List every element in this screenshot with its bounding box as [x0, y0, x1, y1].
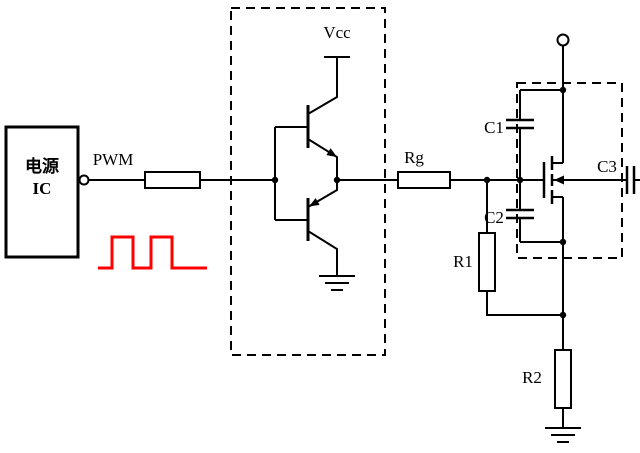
junction-dots — [271, 86, 567, 319]
mosfet-body-arrow — [554, 175, 564, 185]
power-ic-output-terminal — [78, 174, 90, 186]
pwm-label: PWM — [93, 150, 134, 169]
power-ic-label-line2: IC — [33, 179, 52, 198]
npn-emitter-arrow — [326, 148, 337, 157]
r2-label: R2 — [522, 368, 542, 387]
gate-resistor-section: Rg — [337, 148, 544, 189]
junction-dot — [559, 86, 567, 94]
c2-label: C2 — [484, 208, 504, 227]
r1-resistor — [478, 232, 496, 292]
pwm-input-line: PWM — [88, 150, 275, 189]
mosfet-dashed-box — [516, 82, 623, 259]
rg-label: Rg — [404, 148, 424, 167]
pnp-emitter — [307, 180, 338, 208]
npn-collector — [307, 57, 338, 115]
pnp-collector — [307, 230, 338, 276]
npn-emitter — [307, 138, 338, 180]
pnp-emitter-arrow — [309, 198, 320, 207]
junction-dot — [271, 176, 279, 184]
driver-stage: Vcc — [230, 7, 386, 356]
junction-dot — [516, 176, 524, 184]
mosfet — [542, 156, 627, 204]
power-ic-box — [4, 125, 80, 259]
driver-dashed-box — [230, 7, 386, 356]
c2-capacitor: C2 — [484, 180, 563, 243]
npn-transistor — [306, 57, 338, 180]
vcc-label: Vcc — [323, 23, 351, 42]
r1-label: R1 — [453, 252, 473, 271]
rg-resistor — [397, 171, 451, 189]
output-ground-symbol — [545, 427, 581, 443]
c3-capacitor: C3 — [597, 157, 640, 194]
c1-capacitor: C1 — [484, 89, 563, 180]
mosfet-stage: C1 C2 C3 — [453, 33, 640, 443]
power-ic-label-line1: 电源 — [25, 156, 59, 176]
pwm-square-waveform — [98, 235, 207, 270]
junction-dot — [559, 238, 567, 246]
junction-dot — [559, 311, 567, 319]
junction-dot — [333, 176, 341, 184]
power-ic-block: 电源 IC — [4, 125, 90, 259]
pnp-transistor — [306, 180, 338, 276]
r2-resistor — [554, 349, 572, 409]
r2-section: R2 — [522, 349, 572, 428]
drain-terminal — [556, 33, 570, 47]
driver-ground-symbol — [319, 275, 355, 291]
r1-bottom-wire — [486, 291, 563, 316]
r1-section: R1 — [453, 180, 563, 316]
c1-label: C1 — [484, 118, 504, 137]
input-series-resistor — [144, 171, 201, 189]
c3-label: C3 — [597, 157, 617, 176]
junction-dot — [483, 176, 491, 184]
